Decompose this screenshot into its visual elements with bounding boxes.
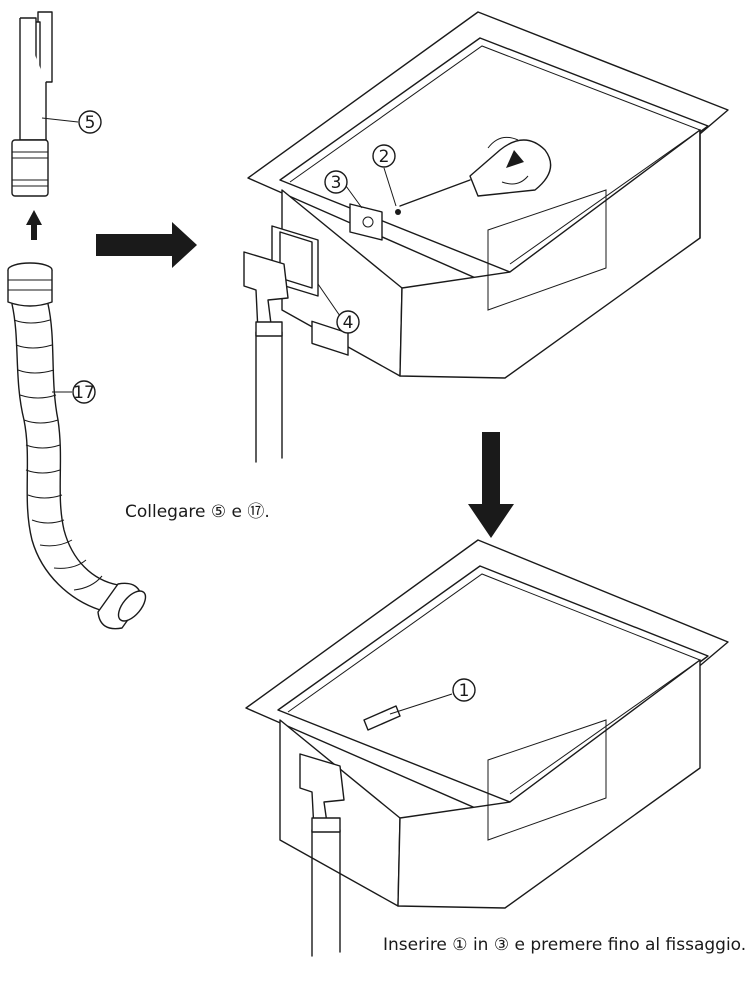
- callout-5: 5: [41, 110, 102, 134]
- sink-lower: [245, 539, 729, 957]
- svg-text:2: 2: [379, 147, 390, 167]
- up-arrow-icon: [26, 210, 42, 240]
- down-arrow-icon: [468, 432, 514, 538]
- svg-text:5: 5: [85, 113, 96, 133]
- svg-text:4: 4: [343, 313, 354, 333]
- svg-text:17: 17: [73, 383, 95, 403]
- corrugated-hose: [7, 262, 147, 630]
- drain-fitting: [11, 11, 53, 197]
- svg-text:1: 1: [459, 681, 470, 701]
- right-arrow-icon: [96, 222, 197, 268]
- caption-connect: Collegare ⑤ e ⑰.: [125, 502, 270, 522]
- callout-4: 4: [317, 283, 360, 334]
- svg-text:3: 3: [331, 173, 342, 193]
- callout-1: 1: [389, 678, 476, 715]
- callout-3: 3: [324, 170, 363, 209]
- sink-upper: [247, 11, 729, 379]
- wall-bracket: [243, 225, 319, 463]
- callout-17: 17: [52, 380, 96, 404]
- callout-2: 2: [372, 144, 397, 207]
- caption-insert: Inserire ① in ③ e premere fino al fissag…: [383, 935, 747, 955]
